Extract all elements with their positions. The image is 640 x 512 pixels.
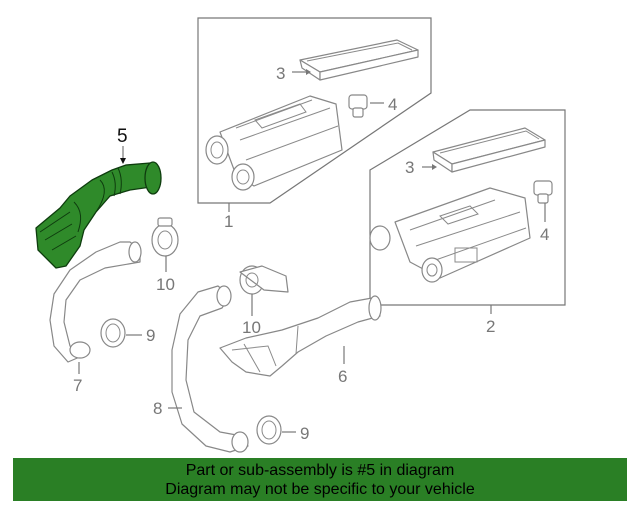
- mass-air-flow-sensor-lower[interactable]: [533, 180, 553, 204]
- callout-6: 6: [338, 367, 347, 386]
- callout-2: 2: [486, 317, 495, 336]
- air-intake-duct-5-highlighted[interactable]: [35, 161, 162, 269]
- banner-line-2: Diagram may not be specific to your vehi…: [165, 481, 475, 498]
- callout-4-lower: 4: [540, 225, 549, 244]
- callout-9-lower: 9: [300, 424, 309, 443]
- callout-7: 7: [73, 376, 82, 395]
- intake-hose-7[interactable]: [49, 241, 142, 363]
- sensor-10-left[interactable]: [151, 217, 179, 257]
- callout-10-left: 10: [156, 275, 175, 294]
- mass-air-flow-sensor-upper[interactable]: [348, 94, 368, 118]
- clamp-9-upper[interactable]: [100, 318, 126, 348]
- air-cleaner-housing-upper[interactable]: [205, 95, 343, 191]
- air-cleaner-assembly-1[interactable]: [197, 17, 432, 204]
- info-banner: Part or sub-assembly is #5 in diagram Di…: [13, 458, 627, 501]
- callout-labels: 3 4 1 3 4 2 5 10 9 7 10 6 8 9: [73, 64, 549, 443]
- parts-diagram: 3 4 1 3 4 2 5 10 9 7 10 6 8 9: [35, 17, 566, 453]
- leader-lines: [78, 69, 546, 433]
- callout-1: 1: [224, 212, 233, 231]
- intake-duct-6[interactable]: [219, 295, 382, 377]
- banner-line-1: Part or sub-assembly is #5 in diagram: [185, 462, 455, 479]
- clamp-9-lower[interactable]: [256, 415, 282, 445]
- air-filter-element-upper[interactable]: [299, 39, 419, 81]
- callout-5: 5: [117, 126, 128, 147]
- sensor-10-center[interactable]: [239, 265, 289, 295]
- callout-8: 8: [153, 399, 162, 418]
- callout-4-upper: 4: [388, 95, 397, 114]
- air-cleaner-assembly-2[interactable]: [369, 109, 566, 306]
- intake-hose-8[interactable]: [171, 285, 249, 453]
- callout-3-lower: 3: [405, 158, 414, 177]
- air-cleaner-housing-lower[interactable]: [369, 187, 531, 283]
- air-filter-element-lower[interactable]: [432, 127, 546, 173]
- callout-3-upper: 3: [276, 64, 285, 83]
- callout-9-upper: 9: [146, 326, 155, 345]
- callout-10-center: 10: [242, 318, 261, 337]
